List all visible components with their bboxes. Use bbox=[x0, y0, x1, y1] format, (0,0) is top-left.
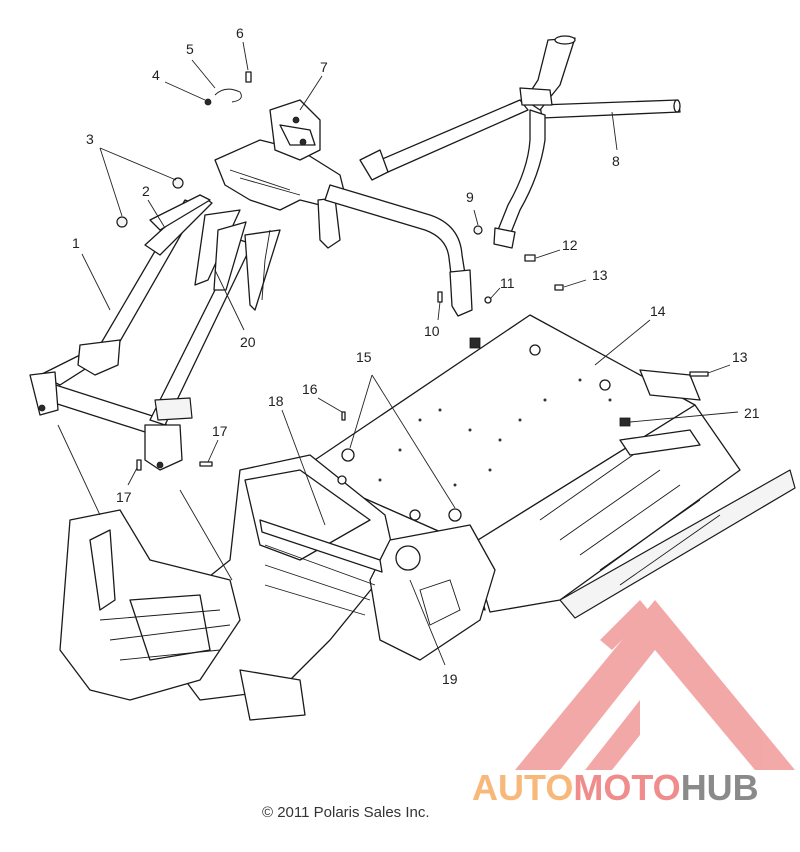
part-2-brackets bbox=[144, 194, 281, 311]
callout-18: 18 bbox=[268, 393, 284, 409]
callout-6: 6 bbox=[236, 25, 244, 41]
callout-8: 8 bbox=[612, 153, 620, 169]
leader-lines bbox=[57, 41, 739, 666]
callout-9: 9 bbox=[466, 189, 474, 205]
copyright-text: © 2011 Polaris Sales Inc. bbox=[262, 804, 430, 821]
callout-10: 10 bbox=[424, 323, 440, 339]
callout-1: 1 bbox=[72, 235, 80, 251]
watermark-text: AUTOMOTOHUB bbox=[472, 767, 759, 808]
callout-19: 19 bbox=[442, 671, 458, 687]
callout-7: 7 bbox=[320, 59, 328, 75]
hardware-fasteners bbox=[116, 71, 709, 471]
callout-21: 21 bbox=[744, 405, 760, 421]
callout-13-upper: 13 bbox=[592, 267, 608, 283]
callout-3: 3 bbox=[86, 131, 94, 147]
part-21-plug bbox=[619, 417, 631, 427]
callout-16: 16 bbox=[302, 381, 318, 397]
callout-17-left: 17 bbox=[116, 489, 132, 505]
part-8-upper-frame bbox=[359, 35, 681, 249]
callout-11: 11 bbox=[500, 275, 515, 291]
watermark-hub: HUB bbox=[681, 767, 759, 808]
part-15-mount-left bbox=[341, 448, 355, 462]
callout-20: 20 bbox=[240, 334, 256, 350]
callout-numbers: 1 2 3 4 5 6 7 8 9 10 11 12 13 13 14 15 1… bbox=[72, 25, 760, 687]
main-chassis bbox=[59, 314, 796, 721]
callout-12: 12 bbox=[562, 237, 578, 253]
part-18-cross-member bbox=[259, 519, 383, 573]
callout-4: 4 bbox=[152, 67, 160, 83]
tunnel-rivets bbox=[378, 378, 612, 487]
callout-17-right: 17 bbox=[212, 423, 228, 439]
callout-2: 2 bbox=[142, 183, 150, 199]
part-15-mount-right bbox=[448, 508, 462, 522]
callout-15: 15 bbox=[356, 349, 372, 365]
callout-14: 14 bbox=[650, 303, 666, 319]
watermark-auto: AUTO bbox=[472, 767, 573, 808]
watermark-moto: MOTO bbox=[573, 767, 680, 808]
callout-13-right: 13 bbox=[732, 349, 748, 365]
callout-5: 5 bbox=[186, 41, 194, 57]
part-20-strut-rod bbox=[194, 209, 247, 291]
part-19-side-plate bbox=[369, 524, 496, 661]
steering-post bbox=[324, 184, 473, 317]
watermark-logo bbox=[515, 600, 795, 770]
